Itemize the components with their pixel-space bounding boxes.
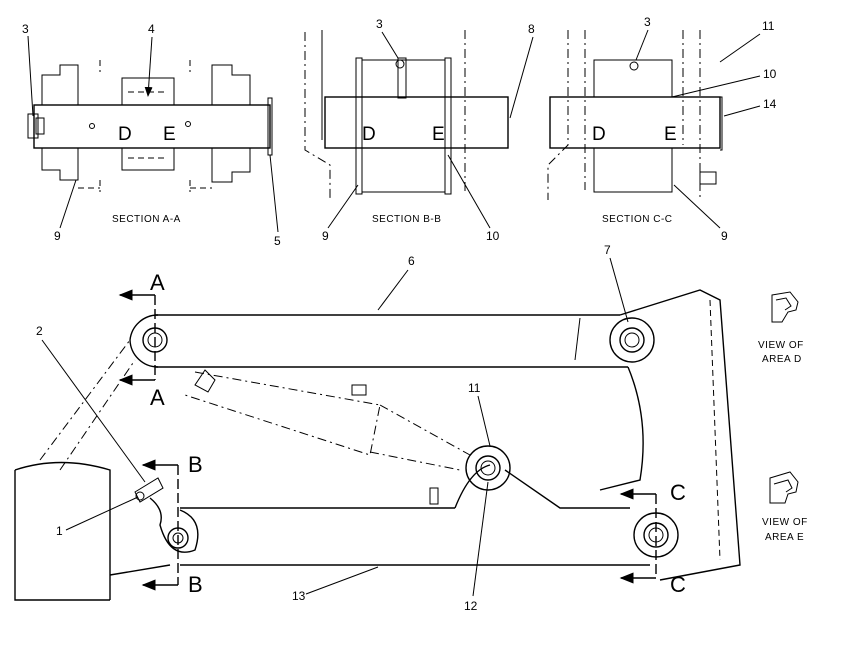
section-c-pin — [549, 96, 723, 185]
view-e-line1: VIEW OF — [762, 517, 808, 528]
hydraulic-cylinder — [184, 369, 471, 471]
pin-12-circle — [475, 455, 501, 481]
callout-12: 12 — [464, 599, 478, 613]
callout-7: 7 — [604, 243, 611, 257]
callout-13: 13 — [292, 589, 306, 603]
callout-2: 2 — [36, 324, 43, 338]
section-b-label-d: D — [362, 124, 376, 145]
section-b-label-e: E — [432, 124, 445, 145]
callout-b-9: 9 — [322, 229, 329, 243]
section-b-b: D E SECTION B-B 3 8 9 10 — [304, 17, 535, 243]
section-c-label-d: D — [592, 124, 606, 145]
section-a-right-bearing — [211, 64, 251, 183]
view-d-line1: VIEW OF — [758, 340, 804, 351]
callout-c-3: 3 — [644, 15, 651, 29]
section-c-label-e: E — [664, 124, 677, 145]
view-e-line2: AREA E — [765, 532, 804, 543]
callout-6: 6 — [408, 254, 415, 268]
marker-c-top: C — [670, 480, 686, 505]
linkage-assembly — [14, 289, 741, 601]
section-a-pin — [27, 97, 273, 156]
section-a-left-bearing — [41, 64, 79, 181]
marker-a-top: A — [150, 270, 165, 295]
pin-7-circle — [619, 327, 645, 353]
section-a-label-e: E — [163, 124, 176, 145]
section-b-caption: SECTION B-B — [372, 214, 441, 225]
marker-b-bottom: B — [188, 572, 203, 597]
callout-b-10: 10 — [486, 229, 500, 243]
view-d-line2: AREA D — [762, 354, 802, 365]
marker-a-bottom: A — [150, 385, 165, 410]
section-a-label-d: D — [118, 124, 132, 145]
callout-a-3: 3 — [22, 22, 29, 36]
callout-c-10: 10 — [763, 67, 777, 81]
marker-b-top: B — [188, 452, 203, 477]
main-callouts: 6 7 2 11 1 12 13 — [36, 243, 629, 613]
callout-1: 1 — [56, 524, 63, 538]
callout-11: 11 — [468, 381, 481, 395]
view-area-d: VIEW OF AREA D — [758, 291, 804, 365]
callout-c-11: 11 — [762, 19, 775, 33]
callout-a-4: 4 — [148, 22, 155, 36]
section-c-caption: SECTION C-C — [602, 214, 673, 225]
section-b-pin — [324, 96, 509, 149]
callout-c-14: 14 — [763, 97, 777, 111]
section-markers: A A B B C C — [118, 270, 686, 597]
callout-a-5: 5 — [274, 234, 281, 248]
callout-b-8: 8 — [528, 22, 535, 36]
section-a-caption: SECTION A-A — [112, 214, 181, 225]
section-c-c: D E SECTION C-C 3 11 10 14 9 — [547, 15, 777, 243]
section-a-a: D E SECTION A-A 3 4 9 5 — [22, 22, 281, 248]
marker-c-bottom: C — [670, 572, 686, 597]
callout-b-3: 3 — [376, 17, 383, 31]
callout-a-9: 9 — [54, 229, 61, 243]
view-area-e: VIEW OF AREA E — [762, 471, 808, 543]
callout-c-9: 9 — [721, 229, 728, 243]
